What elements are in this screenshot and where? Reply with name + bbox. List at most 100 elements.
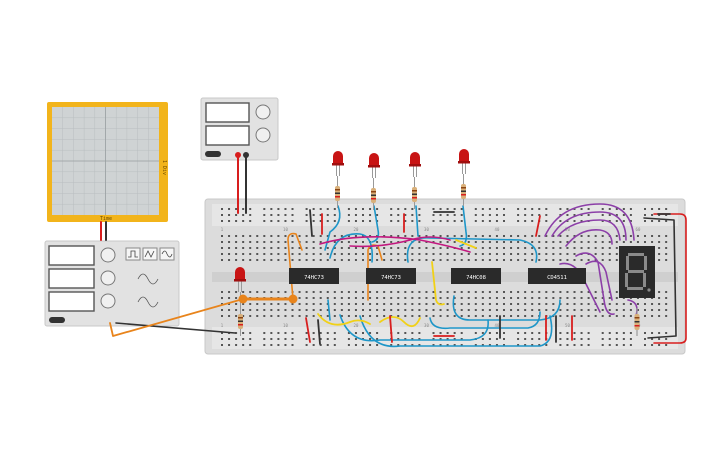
breadboard-hole[interactable] — [284, 332, 287, 334]
breadboard-hole[interactable] — [319, 259, 322, 261]
breadboard-hole[interactable] — [460, 235, 463, 237]
breadboard-hole[interactable] — [298, 315, 301, 317]
breadboard-hole[interactable] — [559, 309, 562, 311]
breadboard-hole[interactable] — [390, 214, 393, 216]
breadboard-hole[interactable] — [601, 344, 604, 346]
wire-blue-led3[interactable] — [415, 205, 419, 237]
breadboard-hole[interactable] — [333, 241, 336, 243]
breadboard-hole[interactable] — [333, 309, 336, 311]
breadboard-hole[interactable] — [411, 338, 414, 340]
breadboard-hole[interactable] — [340, 309, 343, 311]
breadboard-hole[interactable] — [651, 338, 654, 340]
breadboard-hole[interactable] — [545, 247, 548, 249]
breadboard-hole[interactable] — [333, 235, 336, 237]
breadboard-hole[interactable] — [460, 259, 463, 261]
breadboard-hole[interactable] — [263, 344, 266, 346]
breadboard-hole[interactable] — [376, 344, 379, 346]
breadboard-hole[interactable] — [615, 344, 618, 346]
breadboard-hole[interactable] — [376, 332, 379, 334]
breadboard-hole[interactable] — [467, 309, 470, 311]
breadboard-hole[interactable] — [369, 309, 372, 311]
breadboard-hole[interactable] — [369, 253, 372, 255]
breadboard-hole[interactable] — [411, 259, 414, 261]
function-generator[interactable] — [44, 240, 180, 327]
breadboard-hole[interactable] — [446, 338, 449, 340]
breadboard-hole[interactable] — [510, 259, 513, 261]
breadboard-hole[interactable] — [249, 247, 252, 249]
breadboard-hole[interactable] — [510, 235, 513, 237]
breadboard-hole[interactable] — [495, 297, 498, 299]
breadboard-hole[interactable] — [284, 214, 287, 216]
breadboard-hole[interactable] — [291, 214, 294, 216]
wire-blue-2[interactable] — [339, 314, 489, 342]
breadboard-hole[interactable] — [467, 315, 470, 317]
breadboard-hole[interactable] — [305, 297, 308, 299]
breadboard-hole[interactable] — [432, 315, 435, 317]
breadboard-hole[interactable] — [538, 259, 541, 261]
breadboard-hole[interactable] — [510, 297, 513, 299]
wire-blue-3[interactable] — [359, 315, 553, 348]
current-knob[interactable] — [255, 127, 271, 143]
breadboard-hole[interactable] — [425, 253, 428, 255]
breadboard-hole[interactable] — [228, 338, 231, 340]
breadboard-hole[interactable] — [354, 315, 357, 317]
ic-chip-cd4511[interactable]: CD4511 — [528, 268, 586, 284]
breadboard-hole[interactable] — [270, 241, 273, 243]
breadboard-hole[interactable] — [665, 214, 668, 216]
breadboard-hole[interactable] — [651, 303, 654, 305]
breadboard-hole[interactable] — [319, 253, 322, 255]
breadboard-hole[interactable] — [256, 235, 259, 237]
breadboard-hole[interactable] — [383, 297, 386, 299]
breadboard-hole[interactable] — [467, 291, 470, 293]
breadboard-hole[interactable] — [235, 214, 238, 216]
breadboard-hole[interactable] — [644, 338, 646, 340]
breadboard-hole[interactable] — [629, 241, 632, 243]
breadboard-hole[interactable] — [312, 259, 315, 261]
breadboard-hole[interactable] — [411, 344, 414, 346]
resistor[interactable] — [461, 174, 466, 206]
breadboard-hole[interactable] — [573, 208, 576, 210]
breadboard-hole[interactable] — [517, 235, 520, 237]
breadboard-hole[interactable] — [291, 344, 294, 346]
breadboard-hole[interactable] — [488, 259, 491, 261]
breadboard-hole[interactable] — [531, 253, 534, 255]
breadboard-hole[interactable] — [453, 208, 456, 210]
power-supply[interactable] — [200, 97, 279, 161]
breadboard-hole[interactable] — [665, 332, 668, 334]
breadboard-hole[interactable] — [425, 297, 428, 299]
breadboard-hole[interactable] — [495, 338, 498, 340]
resistor[interactable] — [371, 178, 376, 210]
breadboard-hole[interactable] — [242, 241, 245, 243]
breadboard-hole[interactable] — [665, 315, 668, 317]
breadboard-hole[interactable] — [651, 344, 654, 346]
breadboard-hole[interactable] — [622, 315, 625, 317]
resistor[interactable] — [335, 176, 340, 208]
breadboard-hole[interactable] — [453, 303, 456, 305]
breadboard-hole[interactable] — [263, 309, 266, 311]
breadboard-hole[interactable] — [658, 247, 661, 249]
breadboard-hole[interactable] — [397, 332, 400, 334]
breadboard-hole[interactable] — [383, 291, 386, 293]
breadboard-hole[interactable] — [446, 315, 449, 317]
breadboard-hole[interactable] — [446, 291, 449, 293]
breadboard-hole[interactable] — [242, 235, 245, 237]
breadboard-hole[interactable] — [404, 309, 407, 311]
breadboard-hole[interactable] — [354, 247, 357, 249]
amplitude-knob[interactable] — [100, 270, 116, 286]
breadboard-hole[interactable] — [538, 247, 541, 249]
breadboard-hole[interactable] — [305, 315, 308, 317]
breadboard-hole[interactable] — [481, 303, 484, 305]
breadboard-hole[interactable] — [284, 241, 287, 243]
wire-yellow-4[interactable] — [455, 239, 477, 249]
breadboard-hole[interactable] — [615, 332, 618, 334]
wire-blue-5[interactable] — [406, 237, 538, 263]
breadboard-hole[interactable] — [580, 344, 583, 346]
breadboard-hole[interactable] — [467, 253, 470, 255]
breadboard-hole[interactable] — [418, 315, 421, 317]
breadboard-hole[interactable] — [249, 303, 252, 305]
breadboard-hole[interactable] — [495, 259, 498, 261]
breadboard-hole[interactable] — [601, 259, 604, 261]
breadboard-hole[interactable] — [305, 214, 308, 216]
breadboard-hole[interactable] — [446, 220, 449, 222]
breadboard-hole[interactable] — [277, 220, 280, 222]
